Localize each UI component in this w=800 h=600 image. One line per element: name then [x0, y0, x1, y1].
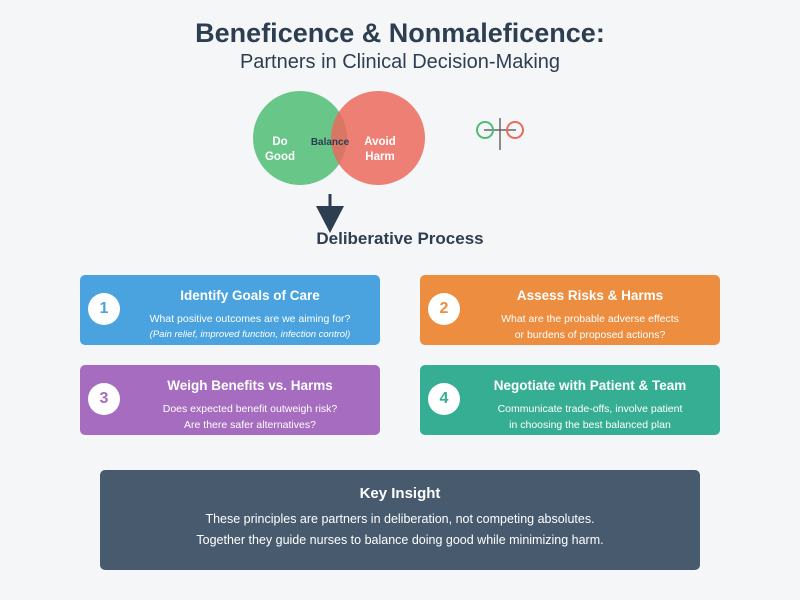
key-insight-line-1: These principles are partners in deliber…	[205, 512, 595, 526]
step-description-2: in choosing the best balanced plan	[509, 419, 671, 431]
step-description-2: or burdens of proposed actions?	[514, 329, 666, 341]
step-card-weigh-benefits: 3 Weigh Benefits vs. Harms Does expected…	[80, 365, 380, 435]
key-insight-title: Key Insight	[359, 485, 441, 502]
venn-overlap-label: Balance	[311, 137, 350, 148]
page-subtitle: Partners in Clinical Decision-Making	[239, 51, 561, 73]
balance-scale-icon	[476, 118, 524, 150]
step-title: Negotiate with Patient & Team	[493, 378, 687, 393]
step-title: Weigh Benefits vs. Harms	[167, 378, 333, 393]
down-arrow-icon	[316, 194, 344, 233]
step-title: Identify Goals of Care	[180, 288, 320, 303]
venn-diagram: Do Good Balance Avoid Harm	[253, 91, 425, 185]
step-description-2: Are there safer alternatives?	[184, 419, 316, 431]
venn-right-circle	[331, 91, 425, 185]
key-insight-line-2: Together they guide nurses to balance do…	[196, 533, 604, 547]
step-card-negotiate: 4 Negotiate with Patient & Team Communic…	[420, 365, 720, 435]
venn-left-circle	[253, 91, 347, 185]
page-title: Beneficence & Nonmaleficence:	[195, 18, 605, 48]
process-label: Deliberative Process	[316, 229, 484, 248]
step-examples: (Pain relief, improved function, infecti…	[149, 329, 351, 340]
key-insight-box: Key Insight These principles are partner…	[100, 470, 700, 570]
step-number-badge: 3	[88, 383, 120, 415]
venn-left-label-2: Good	[265, 151, 295, 163]
step-description: What positive outcomes are we aiming for…	[149, 313, 351, 325]
venn-right-label-1: Avoid	[364, 136, 396, 148]
step-description: Communicate trade-offs, involve patient	[497, 403, 683, 415]
step-number-badge: 2	[428, 293, 460, 325]
step-number-badge: 1	[88, 293, 120, 325]
venn-right-label-2: Harm	[365, 151, 394, 163]
step-description: Does expected benefit outweigh risk?	[162, 403, 338, 415]
step-description: What are the probable adverse effects	[501, 313, 679, 325]
step-title: Assess Risks & Harms	[516, 288, 664, 303]
venn-left-label-1: Do	[272, 136, 287, 148]
step-number-badge: 4	[428, 383, 460, 415]
step-card-identify-goals: 1 Identify Goals of Care What positive o…	[80, 275, 380, 345]
step-card-assess-risks: 2 Assess Risks & Harms What are the prob…	[420, 275, 720, 345]
